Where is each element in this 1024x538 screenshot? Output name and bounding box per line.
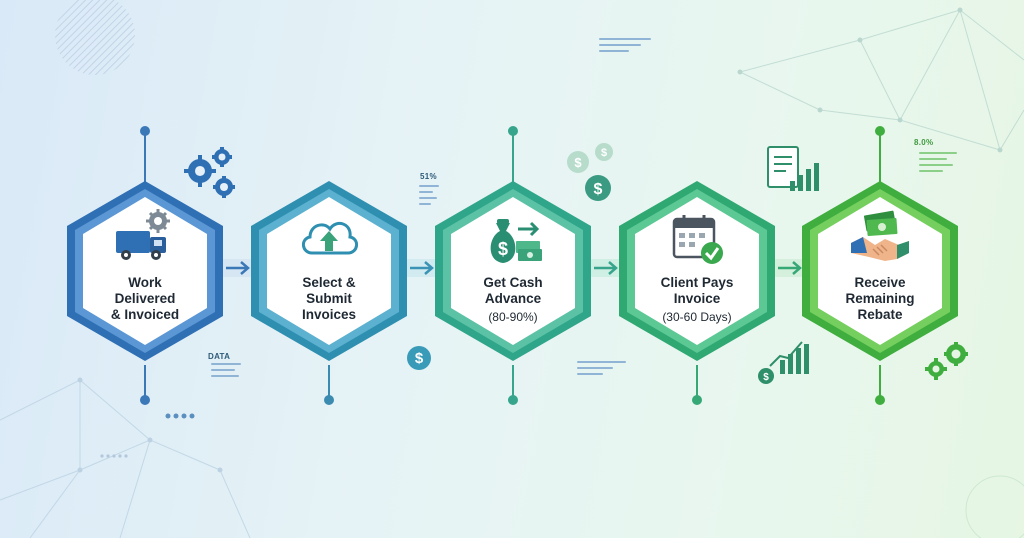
step-label-line: & Invoiced [110,307,180,322]
report-chart-icon [767,146,819,191]
step-label-line: Receive [854,275,906,290]
step-select-submit: Select & Submit Invoices [245,177,413,365]
step-sub-label: (80-90%) [488,310,538,324]
percent-label-green: 8.0% [914,138,934,147]
step-label-line: Select & [302,275,356,290]
svg-text:$: $ [415,350,424,367]
step-label-line: Invoices [301,307,357,322]
step-client-pays: Client Pays Invoice (30-60 Days) [613,177,781,365]
step-sub-label: (30-60 Days) [662,310,732,324]
dollar-coins-icon: $ $ $ [567,143,613,201]
step-label-line: Remaining [845,291,915,306]
data-label: DATA [208,352,231,361]
growth-chart-icon: $ [758,341,809,384]
cloud-upload-icon [302,221,358,255]
delivery-truck-icon [116,209,170,260]
step-label-line: Delivered [114,291,176,306]
step-receive-rebate: Receive Remaining Rebate [796,177,964,365]
money-bag-icon: $ [490,219,542,263]
step-work-delivered: Work Delivered & Invoiced [61,177,229,365]
flow-arrow [589,259,623,277]
percent-label: 51% [420,172,437,181]
step-label-line: Work [128,275,162,290]
svg-text:$: $ [574,155,582,170]
step-label-line: Rebate [857,307,903,322]
gears-icon [184,147,235,198]
step-label-line: Client Pays [660,275,734,290]
step-label-line: Invoice [673,291,721,306]
flow-arrow [221,259,255,277]
green-gears-icon [925,342,968,380]
step-label-line: Get Cash [483,275,543,290]
dollar-coin-icon: $ [407,346,431,370]
step-get-cash-advance: $ Get Cash Advance (80-90%) [429,177,597,365]
svg-text:$: $ [594,181,603,198]
handshake-money-icon [851,210,909,261]
svg-text:$: $ [601,147,607,159]
flow-arrow [405,259,439,277]
step-label-line: Advance [484,291,542,306]
step-label-line: Submit [306,291,352,306]
flow-arrow [773,259,807,277]
calendar-check-icon [672,215,723,264]
svg-text:$: $ [763,372,769,383]
svg-text:$: $ [498,239,508,259]
